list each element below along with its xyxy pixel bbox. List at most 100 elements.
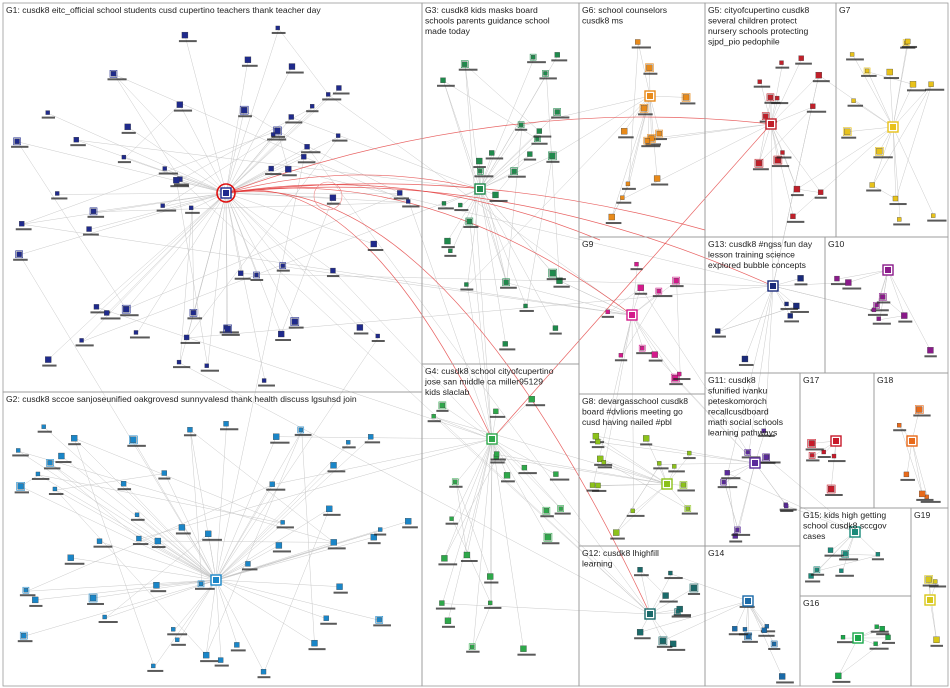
node-g3[interactable] [503,341,508,346]
node-g1[interactable] [15,139,20,144]
node-g3[interactable] [476,158,482,164]
node-g17[interactable] [832,454,836,458]
node-g17[interactable] [828,486,834,492]
node-g11[interactable] [746,450,750,454]
node-g2[interactable] [162,471,167,476]
node-g1[interactable] [161,204,165,208]
node-g2[interactable] [281,520,285,524]
node-g1[interactable] [289,64,295,70]
node-g2[interactable] [261,669,266,674]
node-g19[interactable] [934,637,940,643]
node-g1[interactable] [45,357,51,363]
node-g10[interactable] [927,347,933,353]
node-g9[interactable] [640,346,644,350]
node-g1[interactable] [17,252,22,257]
node-g2[interactable] [299,428,303,432]
node-g2[interactable] [218,658,223,663]
node-g2[interactable] [58,453,64,459]
node-g2[interactable] [377,617,382,622]
node-g11[interactable] [722,480,726,484]
node-g4[interactable] [450,517,454,521]
node-g1[interactable] [87,227,92,232]
node-g2[interactable] [32,597,38,603]
node-g6[interactable] [654,176,660,182]
node-g2[interactable] [331,462,337,468]
node-g5[interactable] [810,104,815,109]
node-g3[interactable] [464,282,468,286]
node-g2[interactable] [130,437,136,443]
node-g1[interactable] [189,206,193,210]
node-g1[interactable] [182,32,188,38]
node-g1[interactable] [245,57,251,63]
node-g1[interactable] [104,310,109,315]
node-g6[interactable] [645,138,650,143]
node-g15[interactable] [876,552,880,556]
node-g1[interactable] [262,379,266,383]
node-g5[interactable] [816,72,822,78]
node-g16[interactable] [880,626,885,631]
node-g14[interactable] [743,627,747,631]
node-g2[interactable] [71,435,77,441]
node-g3[interactable] [448,249,452,253]
node-g2[interactable] [24,588,28,592]
node-g2[interactable] [245,561,250,566]
node-g7[interactable] [876,148,882,154]
node-g2[interactable] [273,434,279,440]
node-g1[interactable] [281,264,285,268]
node-g13[interactable] [715,329,720,334]
node-g16[interactable] [874,642,878,646]
node-g10[interactable] [901,313,907,319]
node-g2[interactable] [97,539,102,544]
node-g2[interactable] [346,440,350,444]
node-g8[interactable] [602,460,606,464]
node-g15[interactable] [815,568,819,572]
node-g4[interactable] [488,601,492,605]
node-g2[interactable] [368,434,373,439]
node-g1[interactable] [173,177,179,183]
node-g16[interactable] [886,635,891,640]
node-g12[interactable] [660,638,666,644]
node-g14[interactable] [779,673,785,679]
node-g4[interactable] [494,452,499,457]
node-g7[interactable] [865,69,869,73]
node-g7[interactable] [905,39,910,44]
node-g10[interactable] [872,308,876,312]
node-g4[interactable] [559,507,563,511]
node-g9[interactable] [619,353,623,357]
node-g1[interactable] [285,166,291,172]
node-g4[interactable] [487,574,493,580]
node-g1[interactable] [125,124,131,130]
node-g1[interactable] [225,326,231,332]
node-g4[interactable] [453,480,457,484]
node-g1[interactable] [397,190,402,195]
node-g3[interactable] [504,280,509,285]
node-g3[interactable] [543,71,547,75]
node-g14[interactable] [732,626,737,631]
node-g16[interactable] [835,673,841,679]
node-g1[interactable] [330,268,335,273]
node-g1[interactable] [305,144,310,149]
node-g7[interactable] [844,129,850,135]
node-g11[interactable] [784,504,788,508]
node-g8[interactable] [613,530,619,536]
node-g4[interactable] [553,472,558,477]
node-g1[interactable] [376,334,380,338]
node-g3[interactable] [442,201,446,205]
node-g9[interactable] [677,372,681,376]
node-g1[interactable] [191,310,196,315]
node-g15[interactable] [839,569,843,573]
node-g2[interactable] [331,539,337,545]
node-g2[interactable] [187,427,192,432]
node-g1[interactable] [111,71,116,76]
node-g1[interactable] [330,195,336,201]
node-g8[interactable] [595,439,600,444]
node-g7[interactable] [852,99,856,103]
node-g12[interactable] [638,567,643,572]
node-g1[interactable] [46,111,50,115]
node-g8[interactable] [681,482,686,487]
node-g3[interactable] [467,219,472,224]
node-g4[interactable] [504,472,510,478]
node-g1[interactable] [254,273,258,277]
node-g7[interactable] [887,69,893,75]
node-g2[interactable] [324,616,329,621]
